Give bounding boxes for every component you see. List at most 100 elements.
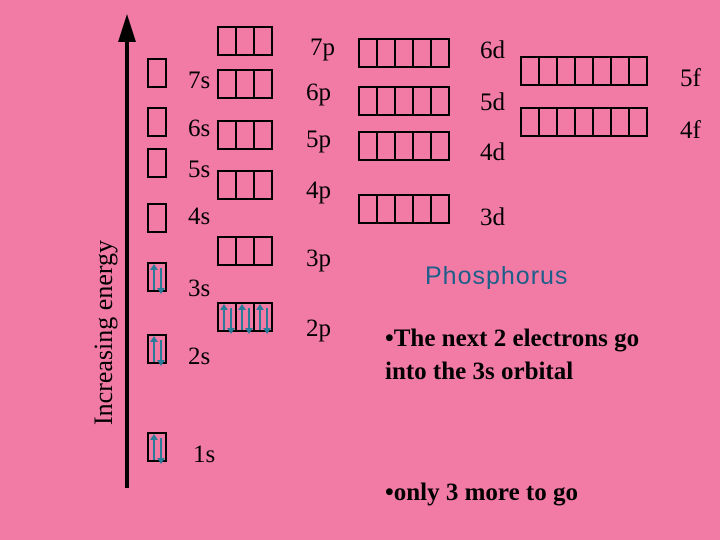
orbital-box [253,170,273,200]
orbital-box [412,131,432,161]
orbital-box [430,38,450,68]
spin-up-arrow-icon [150,264,158,290]
element-title: Phosphorus [425,262,569,290]
orbital-box [217,69,237,99]
orbital-box [235,302,255,334]
orbital-label-7s: 7s [188,67,211,94]
orbital-2p [217,302,273,334]
orbital-5p [217,120,273,150]
orbital-3d [358,194,450,224]
orbital-box [628,107,648,137]
orbital-box [253,302,273,334]
orbital-label-5p: 5p [306,126,331,153]
orbital-label-4f: 4f [680,117,701,144]
orbital-box [394,194,414,224]
orbital-7p [217,26,273,56]
orbital-box [358,86,378,116]
spin-down-arrow-icon [227,308,235,334]
orbital-box [394,38,414,68]
spin-down-arrow-icon [157,340,165,366]
spin-up-arrow-icon [238,304,246,330]
orbital-box [235,236,255,266]
orbital-box [235,26,255,56]
orbital-5s [147,148,167,178]
orbital-2s [147,334,167,366]
orbital-6s [147,107,167,137]
spin-up-arrow-icon [220,304,228,330]
orbital-box [520,107,540,137]
orbital-box [376,194,396,224]
orbital-box [628,56,648,86]
orbital-box [538,107,558,137]
note-2: •only 3 more to go [385,479,578,506]
orbital-label-6d: 6d [480,37,505,64]
orbital-1s [147,432,167,464]
orbital-label-4s: 4s [188,203,211,230]
orbital-box [253,236,273,266]
orbital-box [430,194,450,224]
orbital-label-3p: 3p [306,245,331,272]
orbital-box [217,170,237,200]
orbital-box [538,56,558,86]
orbital-label-2s: 2s [188,343,211,370]
orbital-box [217,302,237,334]
orbital-6p [217,69,273,99]
orbital-box [610,107,630,137]
orbital-box [217,120,237,150]
orbital-3s [147,262,167,294]
orbital-label-6s: 6s [188,115,211,142]
orbital-box [235,69,255,99]
orbital-4f [520,107,648,137]
orbital-box [376,131,396,161]
spin-down-arrow-icon [245,308,253,334]
orbital-label-5s: 5s [188,156,211,183]
orbital-label-2p: 2p [306,315,331,342]
orbital-box [394,86,414,116]
orbital-box [253,120,273,150]
orbital-box [430,86,450,116]
orbital-box [358,38,378,68]
orbital-box [235,170,255,200]
orbital-label-5d: 5d [480,89,505,116]
orbital-box [217,236,237,266]
orbital-box [147,107,167,137]
orbital-label-1s: 1s [193,441,216,468]
orbital-box [253,26,273,56]
note-1: •The next 2 electrons go into the 3s orb… [385,325,640,385]
orbital-5f [520,56,648,86]
orbital-box [412,194,432,224]
orbital-box [147,148,167,178]
orbital-label-7p: 7p [310,34,335,61]
orbital-label-5f: 5f [680,65,701,92]
spin-up-arrow-icon [150,434,158,460]
spin-down-arrow-icon [157,268,165,294]
orbital-box [592,107,612,137]
orbital-7s [147,58,167,88]
orbital-box [412,38,432,68]
orbital-label-6p: 6p [306,79,331,106]
orbital-box [394,131,414,161]
orbital-box [253,69,273,99]
orbital-box [412,86,432,116]
orbital-4p [217,170,273,200]
orbital-box [520,56,540,86]
orbital-label-3d: 3d [480,204,505,231]
orbital-box [574,56,594,86]
orbital-box [376,86,396,116]
orbital-box [147,262,167,294]
energy-arrow [118,14,136,488]
orbital-5d [358,86,450,116]
orbital-box [574,107,594,137]
orbital-6d [358,38,450,68]
orbital-box [147,334,167,366]
spin-up-arrow-icon [150,336,158,362]
orbital-label-4p: 4p [306,177,331,204]
orbital-box [235,120,255,150]
orbital-4d [358,131,450,161]
orbital-box [358,131,378,161]
orbital-box [556,56,576,86]
orbital-4s [147,203,167,233]
orbital-box [430,131,450,161]
orbital-box [217,26,237,56]
